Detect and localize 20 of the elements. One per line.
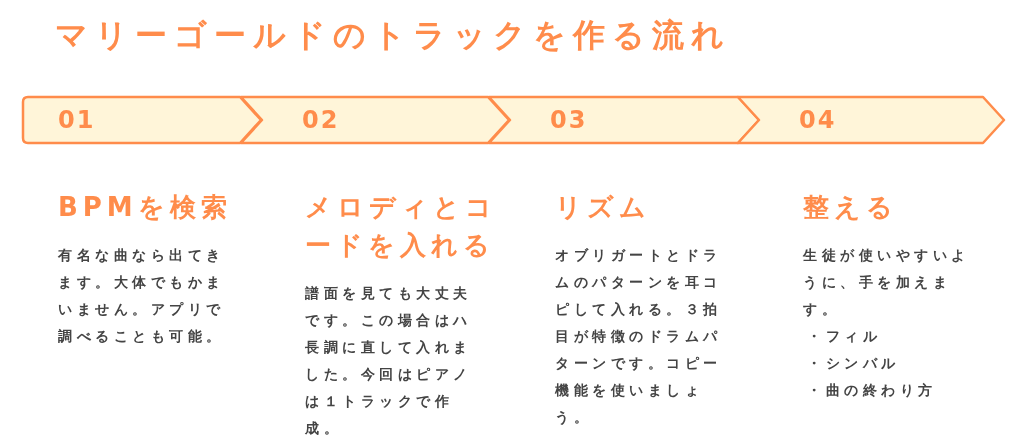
- list-item: ・フィル: [806, 327, 882, 346]
- list-item: ・曲の終わり方: [806, 381, 938, 400]
- chevron-step: [488, 96, 760, 144]
- step-number: 02: [302, 106, 340, 134]
- title: マリーゴールドのトラックを作る流れ: [55, 15, 731, 56]
- step-heading: リズム: [555, 191, 652, 224]
- step-heading: メロディとコードを入れる: [305, 191, 498, 262]
- chevron-step: [22, 96, 262, 144]
- step-number: 01: [58, 106, 96, 134]
- step-heading: BPMを検索: [58, 191, 233, 224]
- step-description: 譜面を見ても大丈夫です。この場合はハ長調に直して入れました。今回はピアノは１トラックで作成。: [305, 284, 473, 438]
- list-item: ・シンバル: [806, 354, 901, 373]
- step-heading: 整える: [803, 191, 899, 224]
- step-number: 03: [550, 106, 588, 134]
- step-description: オブリガートとドラムのパターンを耳コピして入れる。３拍目が特徴のドラムパターンです。コピー機能を使いましょう。: [555, 246, 723, 427]
- step-description: 生徒が使いやすいように、手を加えます。: [803, 246, 971, 319]
- chevron-step: [737, 96, 1005, 144]
- chevron-step: [240, 96, 510, 144]
- step-description: 有名な曲なら出てきます。大体でもかまいません。アプリで調べることも可能。: [58, 246, 226, 346]
- step-number: 04: [799, 106, 837, 134]
